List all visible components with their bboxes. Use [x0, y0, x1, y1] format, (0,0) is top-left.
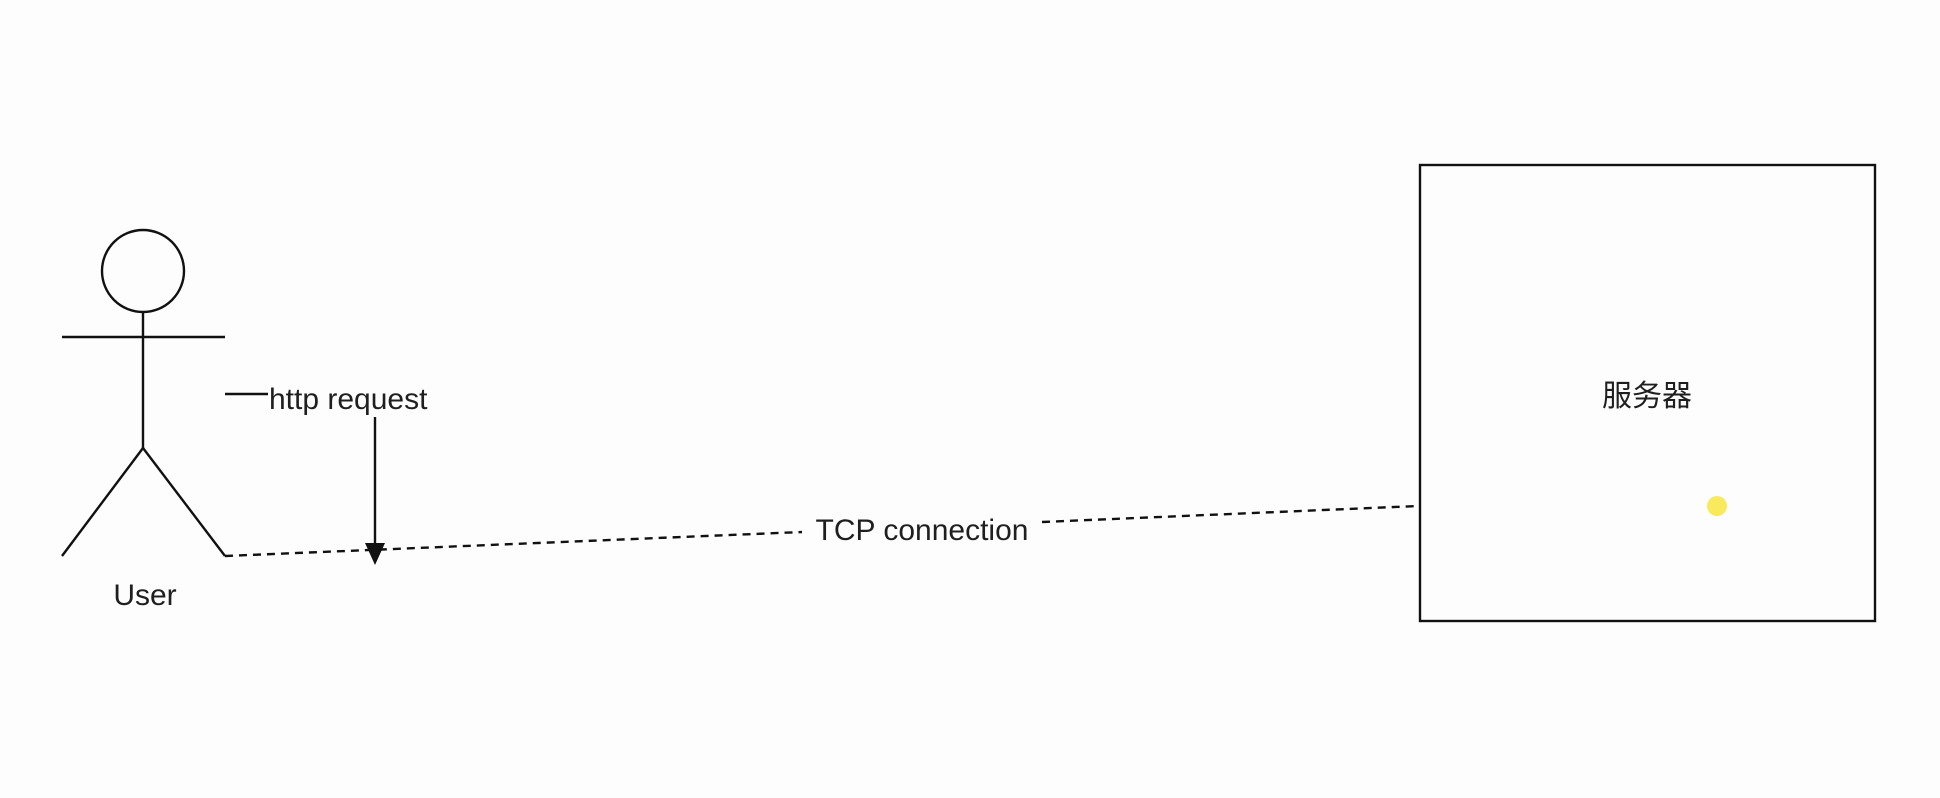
tcp-connection-label[interactable]: TCP connection: [816, 514, 1029, 547]
server-label: 服务器: [1602, 380, 1692, 413]
request-label[interactable]: http request: [269, 383, 428, 416]
actor-left-leg: [61, 447, 144, 557]
actor-label: User: [113, 579, 176, 612]
cursor-dot: [1707, 496, 1727, 516]
tcp-connection-line-left[interactable]: [224, 530, 803, 558]
tcp-connection-line-right[interactable]: [1041, 504, 1419, 524]
user-actor[interactable]: [61, 228, 226, 557]
actor-right-leg: [142, 447, 226, 557]
server-box[interactable]: [1418, 163, 1877, 623]
request-arrow-head: [365, 543, 385, 565]
actor-head: [100, 228, 186, 314]
